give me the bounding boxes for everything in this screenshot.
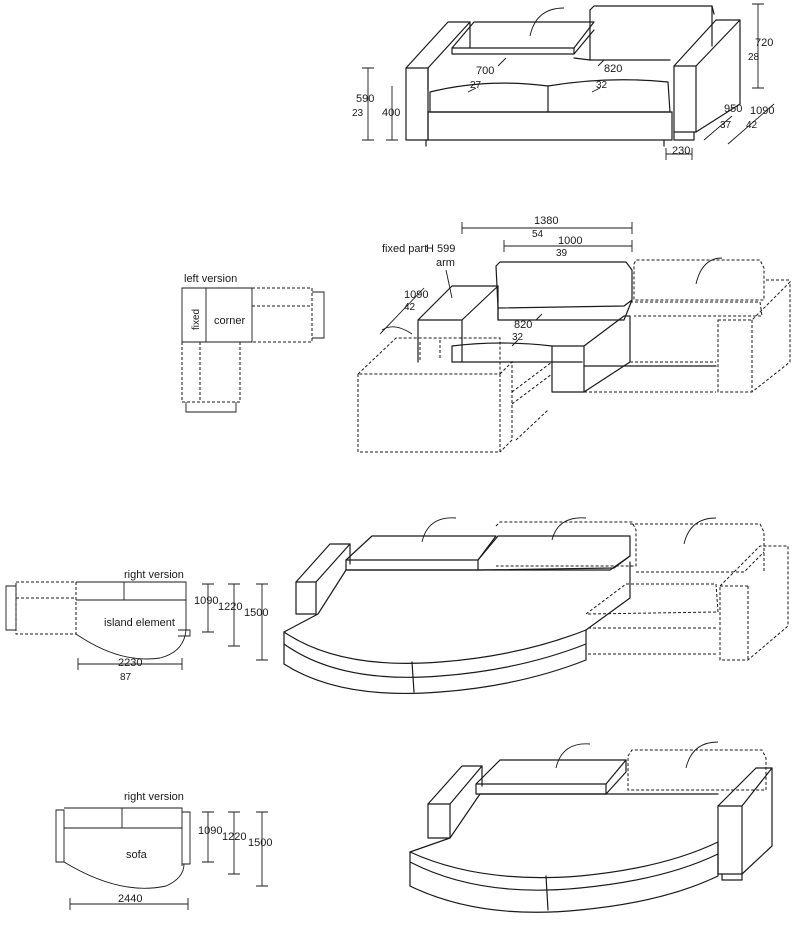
plan-fixed-label: fixed <box>191 309 202 330</box>
dim-42: 42 <box>746 120 758 131</box>
plan-sofa-label: sofa <box>126 849 148 861</box>
dim-820: 820 <box>604 63 622 75</box>
plan-right-island-title: right version <box>124 569 184 581</box>
dim-42-corner: 42 <box>404 302 416 313</box>
dim-700: 700 <box>476 65 494 77</box>
dim-32-corner: 32 <box>512 332 524 343</box>
dim-2440: 2440 <box>118 893 142 905</box>
label-h599: H 599 <box>426 243 455 255</box>
dim-1380: 1380 <box>534 215 558 227</box>
dim-720: 720 <box>755 37 773 49</box>
dim-1500-sofa: 1500 <box>248 837 272 849</box>
dim-400: 400 <box>382 107 400 119</box>
dim-1090-sofa: 1090 <box>198 825 222 837</box>
dim-1090: 1090 <box>750 105 774 117</box>
dim-87: 87 <box>120 672 132 683</box>
dim-37: 37 <box>720 120 732 131</box>
dim-28: 28 <box>748 52 760 63</box>
dim-1090-island: 1090 <box>194 595 218 607</box>
dim-590: 590 <box>356 93 374 105</box>
plan-right-sofa-title: right version <box>124 791 184 803</box>
dim-32: 32 <box>596 80 608 91</box>
dim-2230: 2230 <box>118 657 142 669</box>
dim-54: 54 <box>532 229 544 240</box>
sofa-island-view: right version island element 2230 87 109… <box>5 517 789 695</box>
plan-island-label: island element <box>104 617 175 629</box>
label-fixed-part: fixed part <box>382 243 427 255</box>
plan-left-title: left version <box>184 273 237 285</box>
label-arm: arm <box>436 257 455 269</box>
dim-1220-island: 1220 <box>218 601 242 613</box>
dim-1220-sofa: 1220 <box>222 831 246 843</box>
plan-corner-label: corner <box>214 315 246 327</box>
dim-230: 230 <box>672 145 690 157</box>
dim-820-corner: 820 <box>514 319 532 331</box>
dim-1500-island: 1500 <box>244 607 268 619</box>
dim-23: 23 <box>352 108 364 119</box>
dim-1000: 1000 <box>558 235 582 247</box>
dim-950: 950 <box>724 103 742 115</box>
dim-39: 39 <box>556 248 568 259</box>
dim-27: 27 <box>470 80 482 91</box>
dim-1090-corner: 1090 <box>404 289 428 301</box>
sofa-straight-view: 720 28 590 23 400 700 27 820 32 950 37 1… <box>352 3 774 160</box>
sofa-view: right version sofa 2440 1090 1220 1500 <box>55 741 773 913</box>
sofa-corner-view: 1380 54 1000 39 fixed part H 599 arm 109… <box>181 215 791 453</box>
